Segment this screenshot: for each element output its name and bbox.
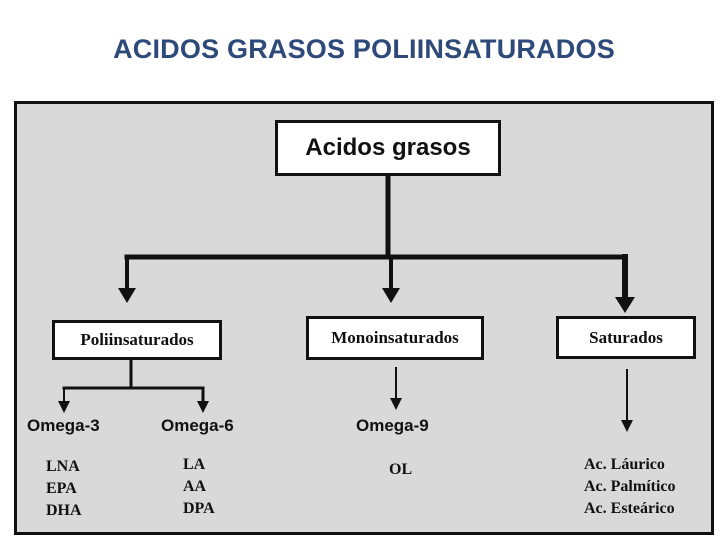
arrowhead-poli (118, 288, 136, 303)
arrowhead-omega3 (58, 401, 70, 413)
list-item: OL (389, 461, 413, 478)
arrowhead-sat (615, 297, 635, 313)
list-item: DPA (183, 500, 215, 517)
node-saturados: Saturados (556, 316, 696, 359)
root-label: Acidos grasos (305, 134, 471, 161)
omega3-list: LNA EPA DHA (46, 456, 82, 522)
list-item: EPA (46, 480, 77, 497)
arrowhead-mono (382, 288, 400, 303)
omega9-list: OL (389, 459, 412, 481)
list-item: Ac. Esteárico (584, 500, 675, 517)
list-item: LNA (46, 458, 80, 475)
root-node: Acidos grasos (275, 120, 501, 176)
saturated-list: Ac. Láurico Ac. Palmítico Ac. Esteárico (584, 454, 676, 520)
omega6-list: LA AA DPA (183, 454, 215, 520)
node-poliinsaturados: Poliinsaturados (52, 320, 222, 360)
node-monoinsaturados: Monoinsaturados (306, 316, 484, 360)
arrowhead-omega9 (390, 398, 402, 410)
list-item: Ac. Palmítico (584, 478, 676, 495)
page-title: ACIDOS GRASOS POLIINSATURADOS (113, 34, 615, 64)
node-monoinsaturados-label: Monoinsaturados (331, 328, 459, 347)
list-item: AA (183, 478, 207, 495)
arrowhead-omega6 (197, 401, 209, 413)
list-item: LA (183, 456, 206, 473)
list-item: Ac. Láurico (584, 456, 665, 473)
node-poliinsaturados-label: Poliinsaturados (80, 330, 194, 349)
arrowhead-saturated (621, 420, 633, 432)
list-item: DHA (46, 502, 82, 519)
omega9-label: Omega-9 (356, 416, 429, 435)
omega3-label: Omega-3 (27, 416, 100, 435)
node-saturados-label: Saturados (589, 327, 663, 347)
omega6-label: Omega-6 (161, 416, 234, 435)
